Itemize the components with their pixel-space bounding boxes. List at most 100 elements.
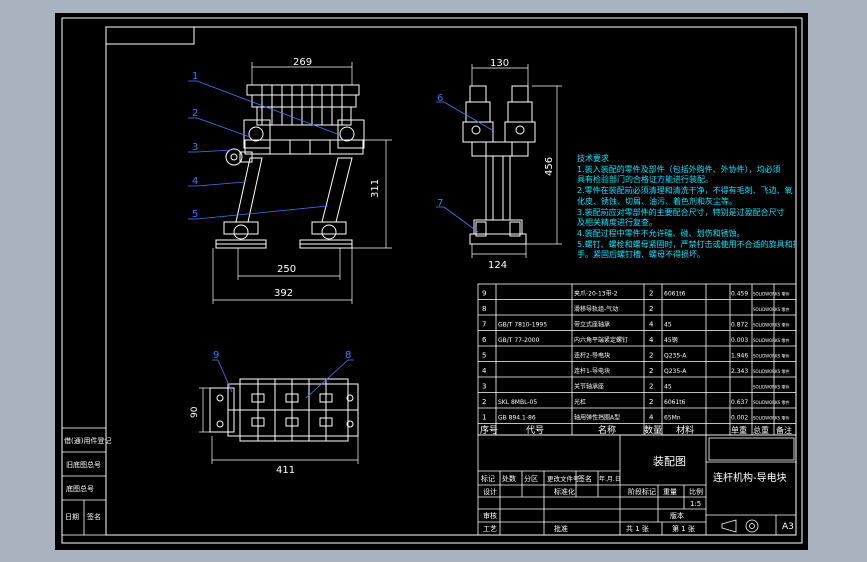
bom-cell-note: SOLIDWORKS 零件 <box>753 353 790 359</box>
side-leaders <box>436 101 493 233</box>
bom-cell-material: 6061t6 <box>664 291 686 298</box>
tb-version: 版本 <box>670 511 684 520</box>
outer-frame <box>61 17 803 544</box>
requirement-line: 手。紧固后螺钉槽、螺母不得损坏。 <box>577 250 705 260</box>
bom-cell-note: SOLIDWORKS 零件 <box>753 415 790 421</box>
dim-269: 269 <box>293 57 312 68</box>
dim-130: 130 <box>490 58 509 69</box>
bom-cell-name: 连杆1-导电块 <box>574 367 610 375</box>
requirement-line: 5.螺钉、螺栓和螺母紧固时，严禁打击或使用不合适的旋具和扳 <box>577 239 795 249</box>
balloon-8: 8 <box>345 350 351 361</box>
dim-411: 411 <box>276 465 295 476</box>
bom-cell-material: Q235-A <box>664 368 687 375</box>
tb-date: 年.月.日 <box>599 475 621 483</box>
bom-cell-note: SOLIDWORKS 零件 <box>753 399 790 405</box>
requirement-line: 3.装配前应对零部件的主要配合尺寸，特别是过盈配合尺寸 <box>577 207 785 217</box>
bom-cell-weight: 0.002 <box>731 415 748 422</box>
part-name: 连杆机构-导电块 <box>713 471 787 484</box>
bom-cell-material: Q235-A <box>664 353 687 360</box>
dim-90: 90 <box>190 406 200 418</box>
bom-cell-name: 连杆2-导电块 <box>574 352 610 360</box>
bom-header-name: 名称 <box>598 424 616 436</box>
front-dimensions <box>212 62 392 304</box>
balloon-3: 3 <box>192 142 198 153</box>
bom-cell-weight: 1.946 <box>731 353 748 360</box>
tb-sheets-total: 共 1 张 <box>626 524 649 533</box>
bom-cell-note: SOLIDWORKS 零件 <box>753 291 790 297</box>
tb-standardize: 标准化 <box>554 487 575 496</box>
side-view <box>462 85 536 245</box>
bom-cell-code: GB/T 7810-1995 <box>498 322 547 329</box>
tb-review: 审核 <box>483 511 497 520</box>
tb-approve: 批准 <box>554 524 568 533</box>
bom-cell-no: 5 <box>482 352 486 360</box>
bom-cell-name: 带立式座轴承 <box>574 321 610 329</box>
bom-cell-code: GB/T 77-2000 <box>498 337 540 344</box>
bom-cell-qty: 2 <box>649 367 653 375</box>
plan-leaders <box>212 359 354 399</box>
front-view <box>215 84 365 249</box>
bom-cell-no: 7 <box>482 321 486 329</box>
bom-cell-qty: 2 <box>649 398 653 406</box>
tb-stage-mark: 阶段标记 <box>628 487 656 496</box>
bom-cell-name: 滑移导轨组-气动 <box>574 305 618 313</box>
requirement-line: 4.装配过程中零件不允许磕、碰、划伤和锈蚀。 <box>577 228 745 238</box>
dim-311: 311 <box>370 179 381 198</box>
balloon-4: 4 <box>192 176 198 187</box>
bom-cell-code: SKL 8MBL-05 <box>498 399 537 406</box>
bom-header-material: 材料 <box>676 424 694 436</box>
dim-392: 392 <box>274 288 293 299</box>
balloon-2: 2 <box>192 108 198 119</box>
bom-cell-qty: 4 <box>649 414 654 422</box>
bom-cell-weight: 0.872 <box>731 322 748 329</box>
bom-cell-name: 内六角平端紧定螺钉 <box>574 336 628 344</box>
bom-cell-material: 65Mn <box>664 415 681 422</box>
balloon-1: 1 <box>192 71 198 82</box>
left-stamp-column <box>61 427 107 536</box>
bom-header-qty: 数量 <box>644 424 662 436</box>
balloon-9: 9 <box>213 350 219 361</box>
technical-requirements: 技术要求 1.装入装配的零件及部件（包括外购件、外协件），均必须 具有检验部门的… <box>577 154 795 261</box>
bom-cell-name: 夹爪-20-13带-2 <box>574 290 618 298</box>
stamp-base: 底图总号 <box>66 484 94 493</box>
tb-scale-value: 1:5 <box>690 500 701 508</box>
stamp-old-base: 旧底图总号 <box>66 460 101 469</box>
bom-cell-material: 6061t6 <box>664 399 686 406</box>
title-block-grid <box>477 434 797 536</box>
bom-header-no: 序号 <box>480 424 498 436</box>
bom-cell-name: 轴用弹性挡圈A型 <box>574 414 620 422</box>
front-leaders <box>188 80 341 220</box>
stamp-date: 日期 <box>65 513 79 521</box>
bom-cell-no: 8 <box>482 305 486 313</box>
dim-456: 456 <box>544 157 555 176</box>
requirement-line: 及相关精度进行复查。 <box>577 218 657 228</box>
tb-process: 工艺 <box>483 525 497 533</box>
bom-header-unit-weight: 单重 <box>731 425 747 435</box>
tb-scale-label: 比例 <box>689 487 703 496</box>
bom-header-code: 代号 <box>526 425 544 436</box>
tb-count: 处数 <box>502 474 516 483</box>
plan-view <box>209 378 359 442</box>
bom-header-total-weight: 总重 <box>753 425 769 435</box>
tb-weight: 重量 <box>663 488 677 496</box>
tb-zone: 分区 <box>524 474 538 483</box>
bom-cell-code: GB 894.1-86 <box>498 415 536 422</box>
requirement-line: 1.装入装配的零件及部件（包括外购件、外协件），均必须 <box>577 164 781 174</box>
name-field-box <box>708 437 795 461</box>
bom-cell-no: 9 <box>482 290 486 298</box>
inner-frame <box>105 26 797 536</box>
bom-cell-qty: 4 <box>649 336 654 344</box>
requirement-line: 具有检验部门的合格证方能进行装配。 <box>577 175 713 185</box>
balloon-5: 5 <box>192 209 198 220</box>
balloon-6: 6 <box>437 93 443 104</box>
bom-cell-no: 2 <box>482 398 486 406</box>
bom-cell-name: 光杠 <box>574 398 586 406</box>
bom-cell-material: 45钢 <box>664 336 678 344</box>
plan-dimensions <box>199 387 359 464</box>
balloon-7: 7 <box>437 198 443 209</box>
bom-header-note: 备注 <box>776 425 792 435</box>
bom-cell-note: SOLIDWORKS 零件 <box>753 322 790 328</box>
sheet-size: A3 <box>782 522 794 532</box>
bom-cell-material: 45 <box>664 384 672 391</box>
